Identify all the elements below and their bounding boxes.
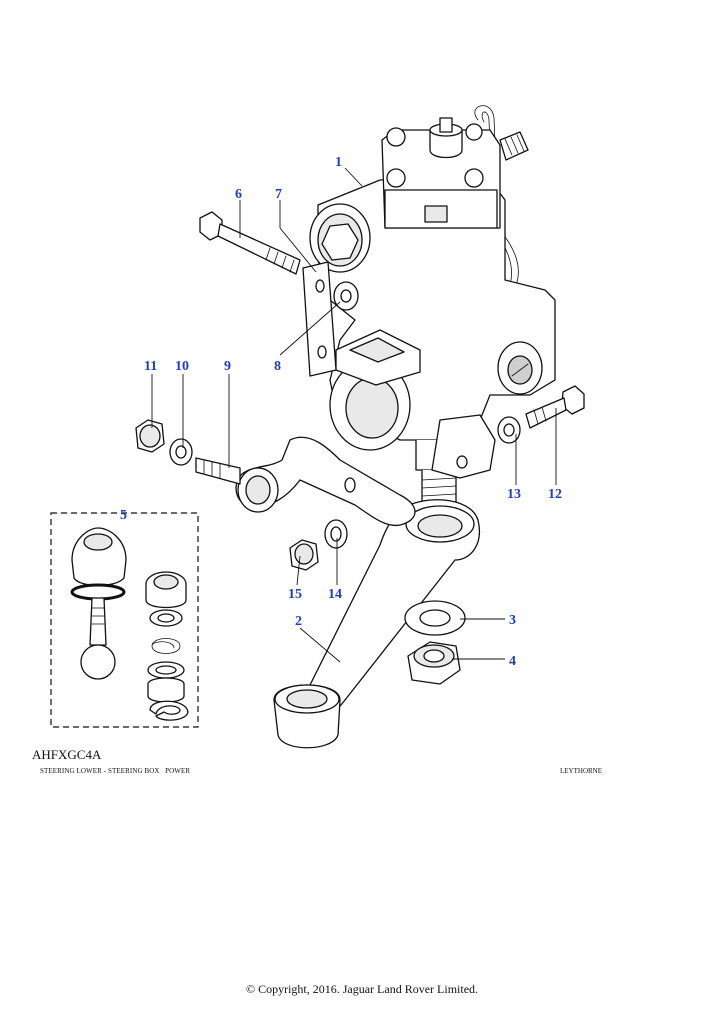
washer-hole: [330, 526, 342, 542]
washer-hole: [503, 423, 515, 437]
diagram-code: AHFXGC4A: [32, 747, 102, 762]
ball-joint-kit: [70, 527, 189, 721]
valve-bolt: [465, 123, 483, 141]
seal-ring: [70, 583, 126, 601]
callout-4: 4: [509, 654, 516, 669]
circlip: [149, 700, 189, 721]
drop-arm: [299, 499, 480, 717]
washer-hole: [340, 289, 352, 303]
input-fitting: [429, 129, 463, 159]
ball-pin-ball: [80, 644, 116, 680]
input-shaft: [439, 117, 453, 133]
steering-box-drawing: [70, 105, 585, 749]
ball-joint-inner: [286, 689, 328, 709]
retainer-ring-inner: [155, 665, 177, 675]
ball-pin: [89, 597, 107, 646]
sector-bore-inner: [345, 377, 399, 439]
callout-9: 9: [224, 359, 231, 374]
link-arm-eye-inner: [245, 475, 271, 505]
valve-bolt: [386, 168, 406, 188]
ball-joint-housing-top: [83, 533, 113, 551]
leader-lines: [151, 167, 557, 663]
ball-cup-side: [145, 583, 187, 609]
mounting-plate: [302, 261, 337, 377]
ball-stud: [195, 457, 241, 485]
washer-hole: [175, 445, 187, 459]
seat-ring-inner: [157, 613, 175, 623]
callout-14: 14: [328, 587, 342, 602]
callout-6: 6: [235, 187, 242, 202]
valve-bolt: [386, 127, 406, 147]
valve-plate: [424, 205, 448, 223]
callout-2: 2: [295, 614, 302, 629]
callout-13: 13: [507, 487, 521, 502]
lock-nut-face: [139, 424, 161, 448]
drop-arm-bore: [417, 514, 463, 538]
mounting-plate-hole: [315, 279, 325, 293]
washer-hole: [419, 609, 451, 627]
callout-7: 7: [275, 187, 282, 202]
callout-5: 5: [120, 508, 127, 523]
callout-10: 10: [175, 359, 189, 374]
adjuster-hex: [321, 223, 359, 261]
copyright-notice: © Copyright, 2016. Jaguar Land Rover Lim…: [245, 982, 479, 996]
callout-8: 8: [274, 359, 281, 374]
callout-15: 15: [288, 587, 302, 602]
lower-housing: [431, 414, 496, 479]
callout-3: 3: [509, 613, 516, 628]
callout-12: 12: [548, 487, 562, 502]
bolt-shank: [525, 397, 567, 429]
ball-cup-inner: [153, 574, 179, 590]
callout-11: 11: [144, 359, 157, 374]
link-arm-hole: [344, 477, 356, 493]
diagram-title: STEERING LOWER - STEERING BOX POWER: [40, 767, 191, 775]
lock-nut-face: [294, 543, 314, 565]
kit-outline: [50, 512, 199, 728]
lower-cup: [147, 677, 185, 703]
callout-1: 1: [335, 155, 342, 170]
plant-name: LEYTHORNE: [560, 767, 602, 775]
input-spline: [499, 131, 529, 161]
mounting-plate-hole: [317, 345, 327, 359]
sector-cap-top: [349, 337, 405, 363]
large-nut-hole: [423, 649, 445, 663]
lower-housing-hole: [456, 455, 468, 469]
bolt-shank: [217, 223, 301, 275]
spring: [151, 638, 181, 654]
valve-bolt: [464, 168, 484, 188]
